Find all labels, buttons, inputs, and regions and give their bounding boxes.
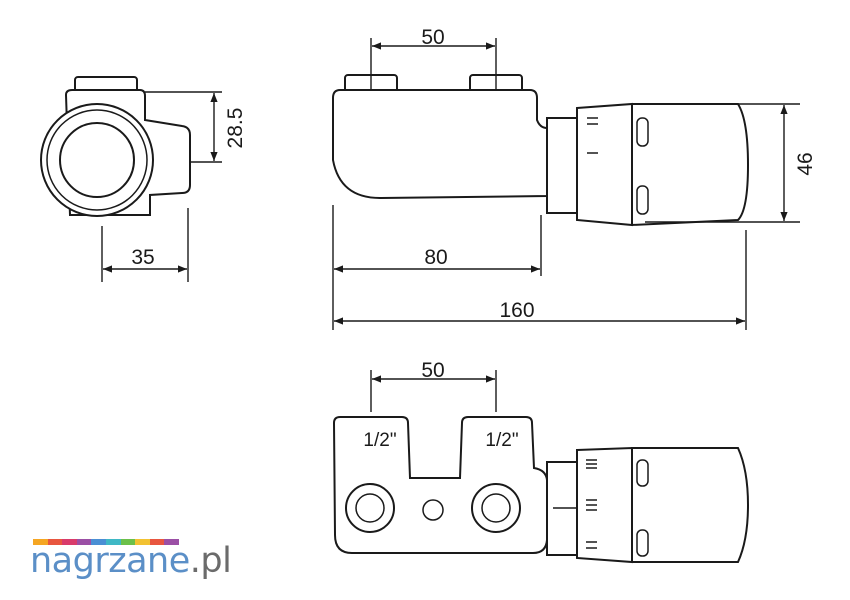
logo: nagrzane.pl [30,541,232,581]
logo-stripe-segment [33,539,48,545]
logo-stripe-segment [120,539,136,545]
dim-pipe-spacing-top: 50 [421,26,444,49]
logo-stripe-segment [76,539,92,545]
thread-label-left: 1/2" [363,430,396,451]
dim-head-diameter: 46 [794,152,817,175]
thread-label-right: 1/2" [485,430,518,451]
logo-dot: . [189,541,201,581]
logo-stripe-segment [135,539,150,545]
logo-main-text: nagrzane [30,541,190,581]
logo-stripe-segment [47,539,63,545]
dim-side-height: 28.5 [224,108,247,149]
logo-stripe [33,539,179,545]
logo-stripe-segment [62,539,77,545]
logo-stripe-segment [105,539,121,545]
top-view: 50 1/2" 1/2" [332,359,750,564]
dim-pipe-spacing-bottom: 50 [421,359,444,382]
dim-total-length: 160 [499,299,534,322]
logo-tld: pl [200,541,232,581]
dim-side-width: 35 [131,246,154,269]
front-view: 50 46 80 160 [332,26,817,330]
end-view: 28.5 35 [40,76,247,282]
logo-stripe-segment [91,539,106,545]
logo-stripe-segment [164,539,179,545]
dim-body-length: 80 [424,246,447,269]
logo-stripe-segment [149,539,165,545]
